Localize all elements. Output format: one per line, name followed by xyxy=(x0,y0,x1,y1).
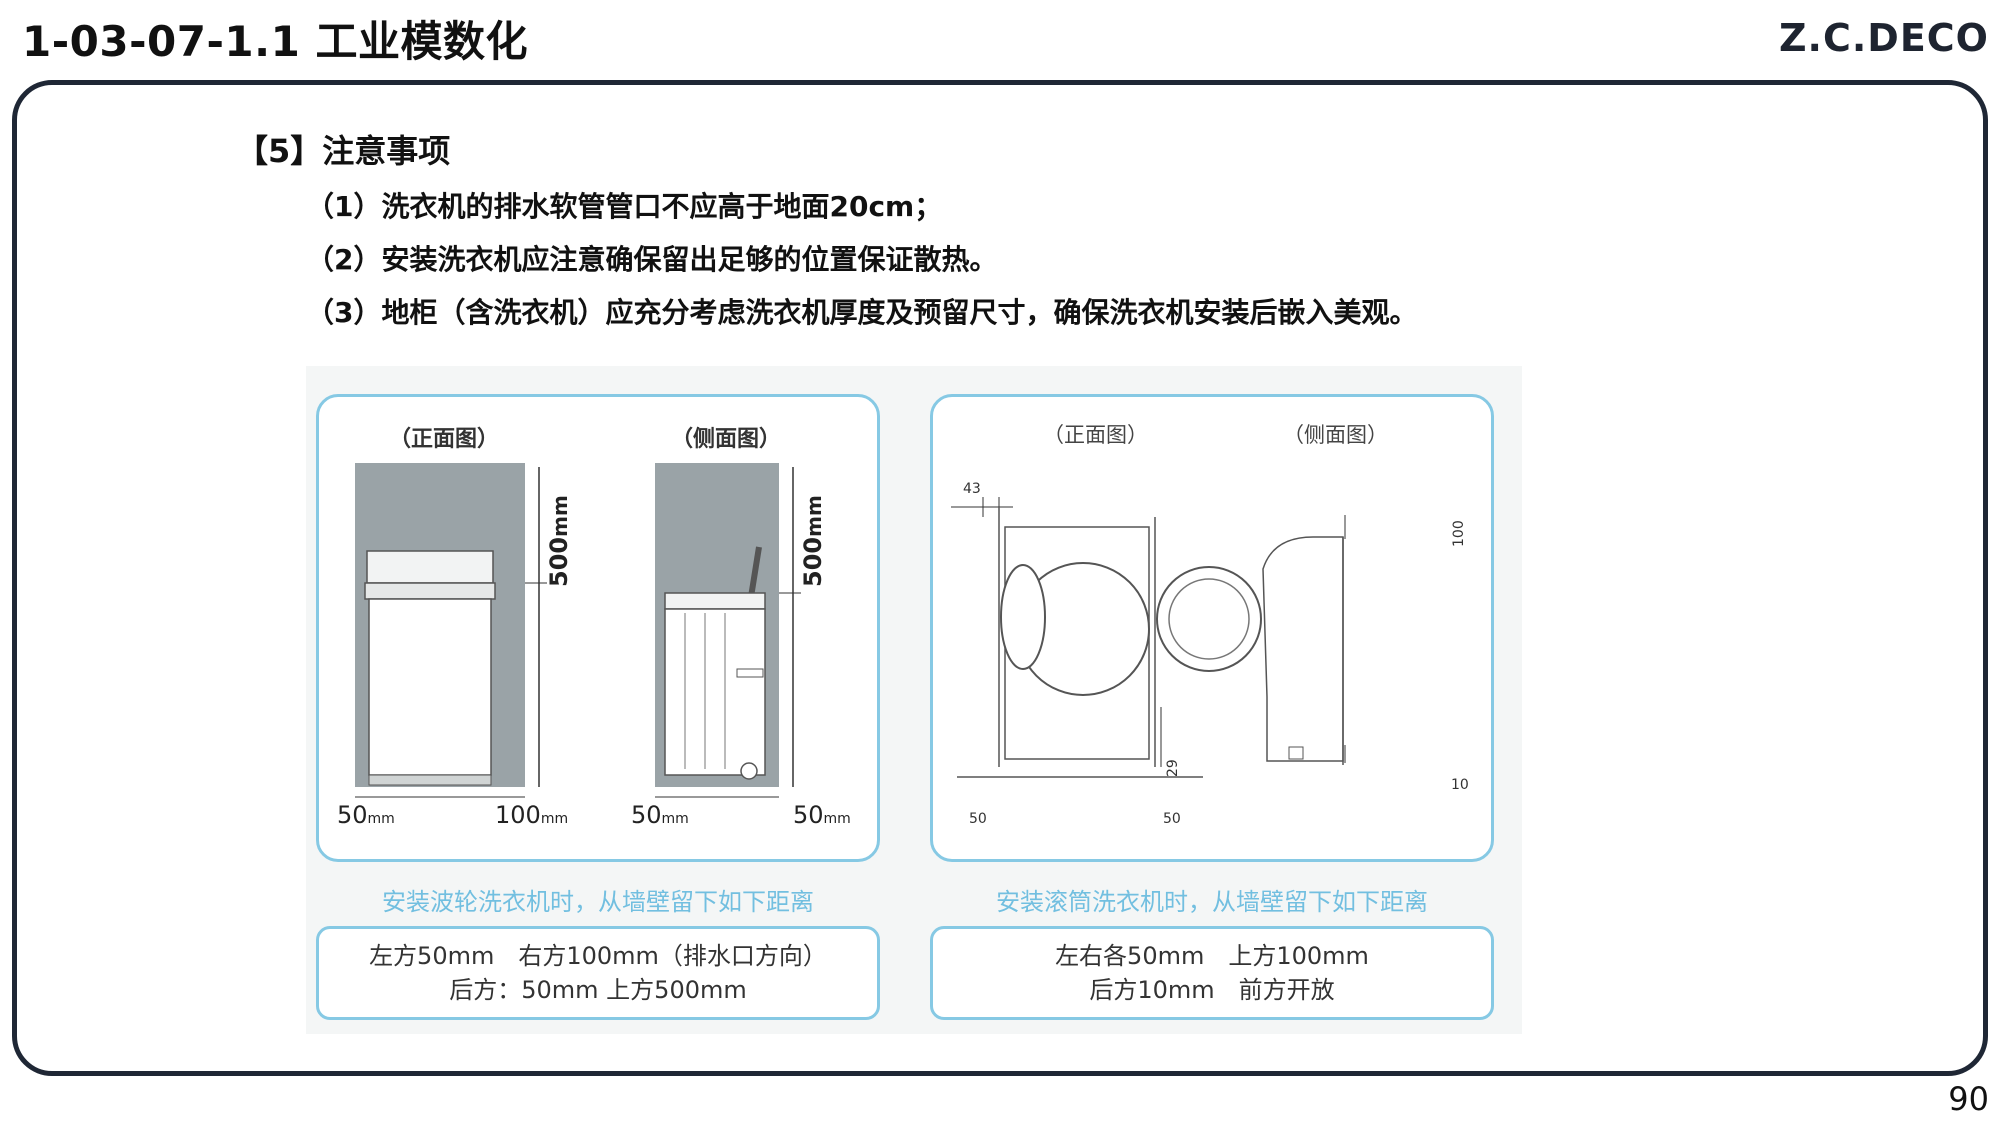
notes-list: （1）洗衣机的排水软管管口不应高于地面20cm； （2）安装洗衣机应注意确保留出… xyxy=(306,180,1418,339)
front-loader-clearance-line-1: 左右各50mm 上方100mm xyxy=(1055,942,1369,970)
side-washer-handle xyxy=(736,668,764,678)
front-loader-drawing xyxy=(951,497,1346,778)
note-item-2: （2）安装洗衣机应注意确保留出足够的位置保证散热。 xyxy=(306,243,998,276)
front-loader-diagram-panel: （正面图） （侧面图） 43 29 50 50 100 10 xyxy=(930,394,1494,862)
top-loader-clearance-line-2: 后方：50mm 上方500mm xyxy=(449,976,747,1004)
dim-43-label: 43 xyxy=(963,481,981,497)
front-height-dim: 500mm xyxy=(545,495,573,587)
side-loader-body xyxy=(1262,536,1344,762)
front-washer-base xyxy=(368,774,492,786)
front-view-label: （正面图） xyxy=(389,427,500,452)
front-loader-open-door xyxy=(1000,564,1046,670)
side-view-label: （侧面图） xyxy=(1283,423,1388,447)
top-loader-caption: 安装波轮洗衣机时，从墙壁留下如下距离 xyxy=(382,888,814,916)
top-loader-drawing xyxy=(355,463,801,798)
side-washer-hose xyxy=(748,546,762,598)
side-washer-drain xyxy=(740,762,758,780)
note-item-3: （3）地柜（含洗衣机）应充分考虑洗衣机厚度及预留尺寸，确保洗衣机安装后嵌入美观。 xyxy=(306,296,1418,329)
top-loader-diagram-panel: （正面图） （侧面图） 500mm 500mm 50mm 100mm 50mm … xyxy=(316,394,880,862)
side-washer-body xyxy=(664,608,766,776)
brand-logo-text: Z.C.DECO xyxy=(1778,16,1989,60)
side-washer-top xyxy=(664,592,766,610)
front-right-clearance: 100mm xyxy=(495,801,569,829)
dim-29-label: 29 xyxy=(1165,759,1181,777)
note-item-1: （1）洗衣机的排水软管管口不应高于地面20cm； xyxy=(306,190,943,223)
front-washer-body xyxy=(368,598,492,776)
dim-50-left-label: 50 xyxy=(969,811,987,827)
side-view-label: （侧面图） xyxy=(671,427,782,452)
front-washer-lid xyxy=(366,550,494,584)
side-loader-door-inner xyxy=(1168,578,1250,660)
side-height-dim: 500mm xyxy=(799,495,827,587)
section-heading: 【5】注意事项 xyxy=(236,132,451,170)
front-view-label: （正面图） xyxy=(1043,423,1148,447)
side-left-clearance: 50mm xyxy=(631,801,689,829)
top-loader-clearance-line-1: 左方50mm 右方100mm（排水口方向） xyxy=(369,942,827,970)
front-loader-caption: 安装滚筒洗衣机时，从墙壁留下如下距离 xyxy=(996,888,1428,916)
dim-10-label: 10 xyxy=(1451,777,1469,793)
front-washer-top xyxy=(364,582,496,600)
content-frame xyxy=(12,80,1988,1076)
dim-100-label: 100 xyxy=(1451,520,1467,547)
front-left-clearance: 50mm xyxy=(337,801,395,829)
top-loader-clearance-box: 左方50mm 右方100mm（排水口方向） 后方：50mm 上方500mm xyxy=(316,926,880,1020)
installation-figure: （正面图） （侧面图） 500mm 500mm 50mm 100mm 50mm … xyxy=(306,366,1522,1034)
front-loader-clearance-box: 左右各50mm 上方100mm 后方10mm 前方开放 xyxy=(930,926,1494,1020)
dim-50-right-label: 50 xyxy=(1163,811,1181,827)
page-number: 90 xyxy=(1948,1080,1989,1118)
side-right-clearance: 50mm xyxy=(793,801,851,829)
front-loader-clearance-line-2: 后方10mm 前方开放 xyxy=(1089,976,1335,1004)
document-title: 1-03-07-1.1 工业模数化 xyxy=(22,17,528,66)
side-loader-foot xyxy=(1288,746,1304,760)
